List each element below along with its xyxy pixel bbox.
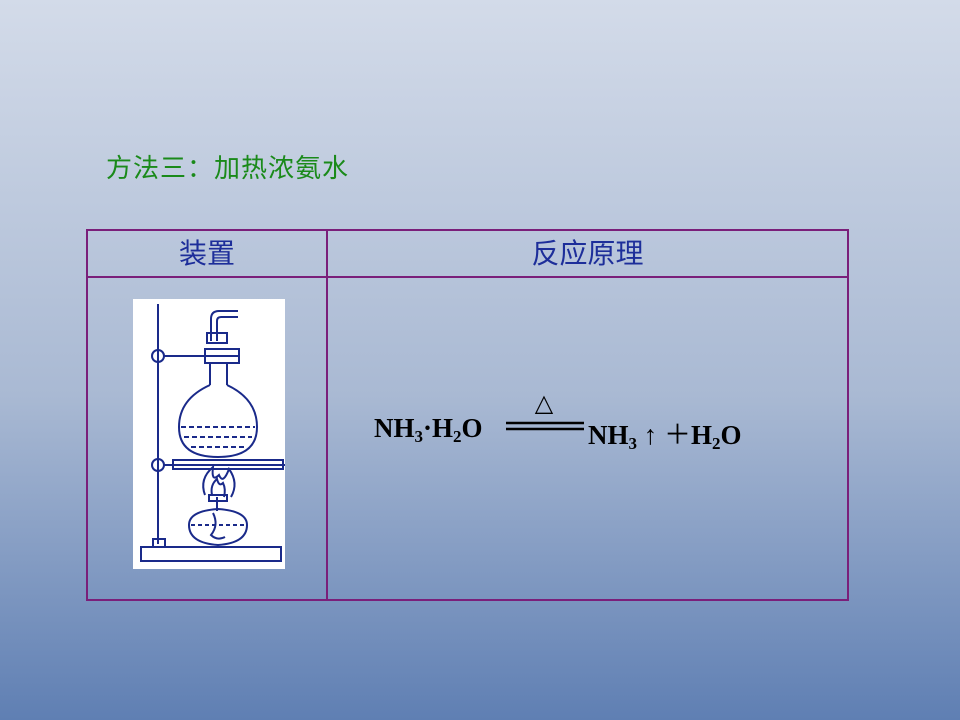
equation-products: NH3 ↑ ＋H2O	[588, 413, 742, 453]
apparatus-image	[133, 299, 285, 569]
eq-text: ·H	[423, 413, 454, 443]
heat-triangle-symbol: △	[535, 391, 554, 417]
gas-arrow-icon: ↑	[643, 420, 658, 450]
eq-text: NH	[588, 420, 629, 450]
eq-text: O	[461, 413, 483, 443]
plus-sign: ＋	[664, 420, 691, 450]
eq-subscript: 2	[453, 427, 462, 446]
header-principle: 反应原理	[531, 237, 644, 270]
eq-subscript: 2	[712, 434, 721, 453]
equation-reactants: NH3·H2O	[374, 413, 483, 446]
eq-text: NH	[374, 413, 415, 443]
table-header-row: 装置 反应原理	[88, 231, 847, 278]
eq-subscript: 3	[628, 434, 638, 453]
eq-subscript: 3	[414, 427, 424, 446]
content-table: 装置 反应原理	[86, 229, 849, 601]
header-apparatus: 装置	[178, 237, 235, 270]
column-divider	[326, 231, 328, 599]
reaction-equation: NH3·H2O △ NH3 ↑ ＋H2O	[374, 391, 834, 453]
slide-title: 方法三：加热浓氨水	[106, 154, 350, 184]
eq-text: H	[691, 420, 713, 450]
heating-apparatus-icon	[140, 304, 285, 562]
heating-condition-sign: △	[506, 391, 584, 431]
eq-text: O	[720, 420, 742, 450]
